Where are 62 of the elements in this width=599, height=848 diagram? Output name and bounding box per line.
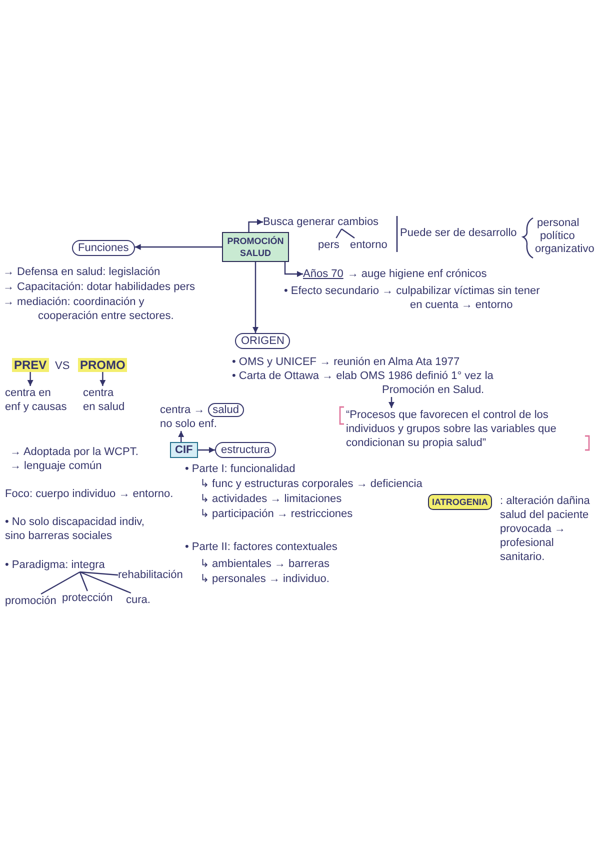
note-text: • Carta de Ottawa → elab OMS 1986 definió 1° vez la Promoción en Salud. — [232, 369, 522, 397]
note-text: → mediación: coordinación y cooperación entre sectores. — [3, 295, 175, 323]
note-text: ↳ func y estructuras corporales → deficiencia — [200, 477, 422, 491]
note-text: Puede ser de desarrollo — [400, 226, 517, 240]
underlined-text: Años 70 — [303, 268, 344, 280]
note-text: • OMS y UNICEF → reunión en Alma Ata 1977 — [232, 355, 460, 369]
note-text: rehabilitación — [118, 568, 183, 582]
circled-word: salud — [208, 403, 244, 417]
arrow — [178, 431, 184, 442]
note-text: ↳ actividades → limitaciones — [200, 492, 342, 506]
topic-bubble: ORIGEN — [235, 333, 290, 349]
note-text: → Capacitación: dotar habilidades pers — [3, 280, 196, 294]
connector-line — [80, 571, 132, 594]
connector-line — [80, 571, 118, 576]
note-text: centra en salud — [83, 386, 127, 414]
note-text: personal — [537, 216, 580, 230]
note-text: promoción — [5, 594, 56, 608]
note-text: centra → — [160, 404, 205, 416]
note-text: político — [540, 229, 575, 243]
note-text: no solo enf. — [160, 417, 218, 431]
quote-text: “Procesos que favorecen el control de los individuos y grupos sobre las variables que condicionan su propia salud” — [346, 408, 584, 450]
arrow — [134, 244, 222, 250]
highlighted-text: PREV — [12, 358, 49, 372]
topic-box: PROMOCIÓN SALUD — [222, 232, 289, 262]
note-text: • No solo discapacidad indiv, sino barreras sociales — [5, 515, 146, 543]
note-text: centra en enf y causas — [5, 386, 68, 414]
arrow — [27, 372, 34, 386]
arrow — [198, 447, 215, 453]
arrow — [284, 262, 303, 277]
note-text: cura. — [126, 593, 150, 607]
note-text: • Parte I: funcionalidad — [185, 462, 296, 476]
note-text: Busca generar cambios — [263, 215, 379, 229]
arrow — [248, 219, 263, 232]
topic-box: CIF — [170, 442, 198, 458]
topic-bubble: Funciones — [72, 240, 135, 256]
note-text: pers — [318, 238, 340, 252]
note-text: ↳ participación → restricciones — [200, 507, 353, 521]
connector-line — [40, 571, 80, 595]
connector-line — [336, 228, 342, 238]
note-text: VS — [55, 359, 70, 373]
note-text: • Parte II: factores contextuales — [185, 540, 338, 554]
note-text: ↳ personales → individuo. — [200, 572, 330, 586]
note-text: Foco: cuerpo individuo → entorno. — [5, 487, 174, 501]
note-text: → lenguaje común — [10, 459, 102, 473]
note-text: ↳ ambientales → barreras — [200, 557, 330, 571]
note-text: : alteración dañina salud del paciente provocada → profesional sanitario. — [500, 494, 591, 564]
note-text: → auge higiene enf crónicos — [347, 268, 487, 280]
note-text: → Adoptada por la WCPT. — [10, 445, 138, 459]
note-text: • Paradigma: integra — [5, 558, 105, 572]
connector-line — [79, 572, 88, 592]
note-text: → Defensa en salud: legislación — [3, 265, 160, 279]
highlighted-box: IATROGENIA — [428, 494, 492, 510]
highlighted-text: PROMO — [78, 358, 128, 372]
topic-bubble: estructura — [215, 442, 276, 458]
note-text: organizativo — [535, 242, 594, 256]
note-text: protección — [62, 591, 113, 605]
arrow — [388, 397, 394, 408]
arrow — [252, 262, 258, 333]
note-text: • Efecto secundario → culpabilizar víctimas sin tener en cuenta → entorno — [284, 284, 541, 312]
arrow — [100, 372, 106, 386]
note-text: entorno — [350, 238, 388, 252]
connector-line — [341, 228, 355, 238]
